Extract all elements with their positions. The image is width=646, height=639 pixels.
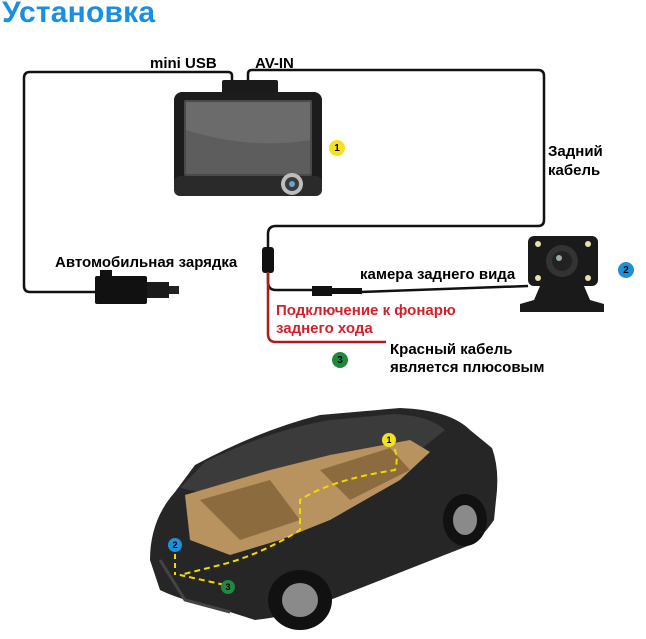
marker-1-on-car: 1 (382, 433, 396, 447)
junction-box (262, 247, 274, 273)
marker-3: 3 (332, 352, 348, 368)
reverse-light-label-line1: Подключение к фонарю (276, 302, 456, 319)
camera-cable (266, 272, 314, 292)
page-title: Установка (2, 0, 156, 29)
car-charger-device (95, 270, 179, 304)
rear-camera-label: камера заднего вида (360, 266, 516, 283)
marker-2: 2 (618, 262, 634, 278)
cable-route (179, 439, 398, 586)
rear-cable-label-line1: Задний (548, 143, 603, 160)
marker-2-on-car: 2 (168, 538, 182, 552)
mini-usb-label: mini USB (150, 55, 217, 72)
rear-cable-label-line2: кабель (548, 162, 601, 179)
rear-camera-device (520, 236, 604, 312)
dashcam-device (174, 80, 322, 196)
marker-3-on-car: 3 (221, 580, 235, 594)
car-charger-label: Автомобильная зарядка (55, 254, 238, 271)
av-in-label: AV-IN (255, 55, 294, 72)
marker-1: 1 (329, 140, 345, 156)
red-cable-label-line1: Красный кабель (390, 341, 513, 358)
rear-cable (246, 68, 546, 250)
red-cable-label-line2: является плюсовым (390, 359, 545, 376)
main-cable (22, 70, 234, 294)
reverse-light-label-line2: заднего хода (276, 320, 373, 337)
cable-connector (312, 286, 332, 296)
car-illustration (150, 408, 498, 630)
red-wire (266, 272, 386, 344)
